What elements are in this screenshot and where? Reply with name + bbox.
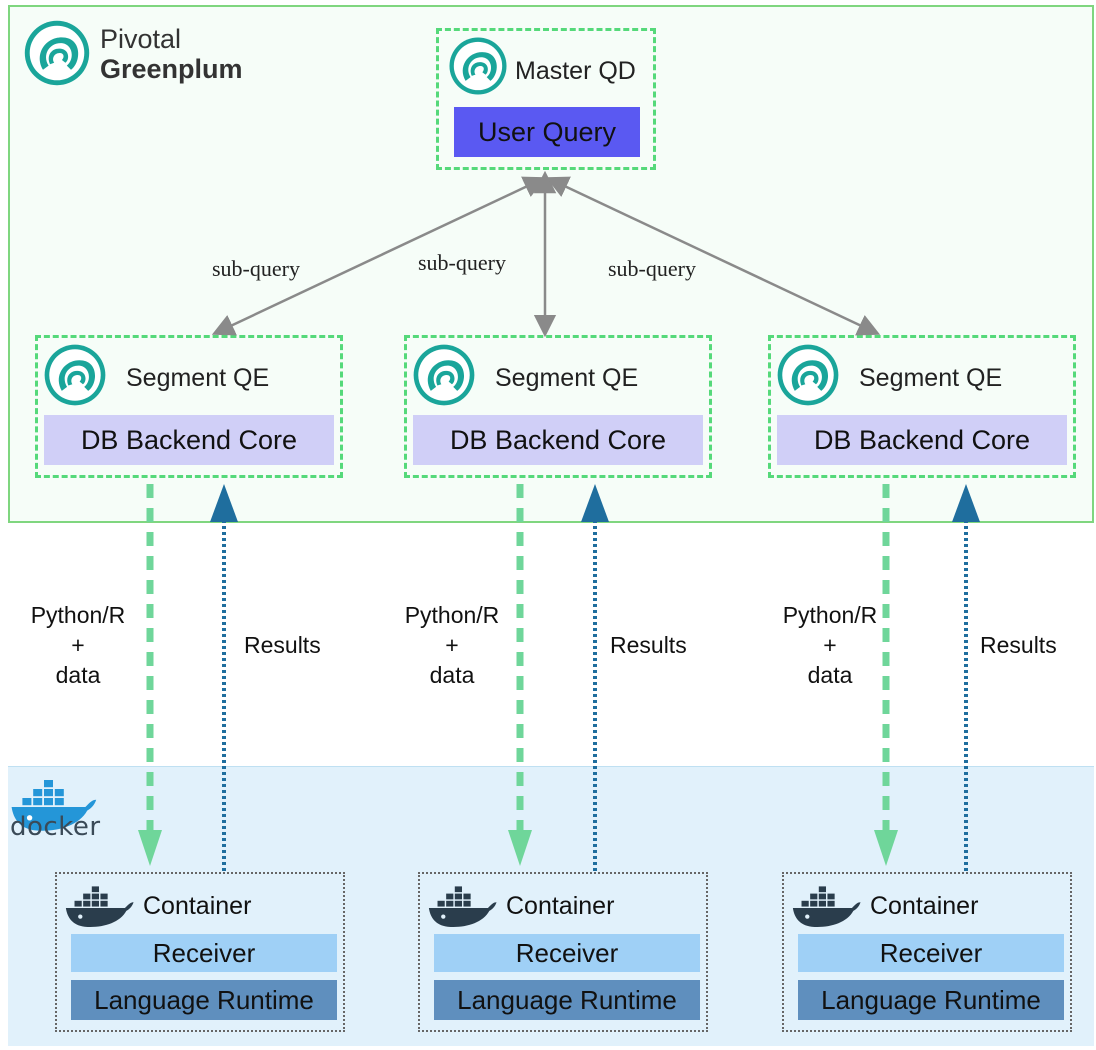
brand-line1: Pivotal: [100, 24, 182, 54]
container-node: Container Receiver Language Runtime: [782, 872, 1072, 1032]
docker-whale-icon: [790, 884, 862, 932]
docker-wordmark: docker: [10, 812, 101, 842]
user-query-box: User Query: [454, 107, 640, 157]
results-label: Results: [980, 632, 1057, 658]
segment-title: Segment QE: [859, 364, 1003, 392]
data-flow-line2: +: [71, 632, 85, 658]
data-flow-line1: Python/R: [782, 602, 878, 628]
subquery-label: sub-query: [212, 256, 300, 281]
docker-whale-icon: [63, 884, 135, 932]
language-runtime-box: Language Runtime: [71, 980, 337, 1020]
language-runtime-box: Language Runtime: [798, 980, 1064, 1020]
data-arrow: [874, 484, 898, 866]
data-flow-label: Python/R + data: [770, 600, 890, 690]
results-arrow: [210, 484, 238, 872]
data-flow-line2: +: [445, 632, 459, 658]
segment-qe-node: Segment QE DB Backend Core: [768, 335, 1076, 478]
data-flow-label: Python/R + data: [392, 600, 512, 690]
docker-whale-icon: [426, 884, 498, 932]
data-flow-line1: Python/R: [30, 602, 126, 628]
db-backend-core-box: DB Backend Core: [777, 415, 1067, 465]
data-arrow: [138, 484, 162, 866]
results-arrow: [952, 484, 980, 872]
container-node: Container Receiver Language Runtime: [55, 872, 345, 1032]
results-arrow: [581, 484, 609, 872]
subquery-arrow: [211, 176, 547, 336]
data-flow-line3: data: [429, 662, 475, 688]
segment-title: Segment QE: [495, 364, 639, 392]
container-node: Container Receiver Language Runtime: [418, 872, 708, 1032]
segment-title: Segment QE: [126, 364, 270, 392]
subquery-label: sub-query: [608, 256, 696, 281]
db-backend-core-box: DB Backend Core: [413, 415, 703, 465]
db-backend-core-box: DB Backend Core: [44, 415, 334, 465]
language-runtime-box: Language Runtime: [434, 980, 700, 1020]
data-flow-label: Python/R + data: [18, 600, 138, 690]
data-flow-line2: +: [823, 632, 837, 658]
brand-line2: Greenplum: [100, 54, 243, 84]
receiver-box: Receiver: [71, 934, 337, 972]
results-label: Results: [610, 632, 687, 658]
subquery-arrow: [545, 176, 881, 336]
receiver-box: Receiver: [434, 934, 700, 972]
brand: Pivotal Greenplum: [22, 18, 282, 88]
results-label: Results: [244, 632, 321, 658]
container-title: Container: [506, 892, 615, 920]
data-flow-line3: data: [55, 662, 101, 688]
receiver-box: Receiver: [798, 934, 1064, 972]
master-title: Master QD: [515, 57, 636, 85]
segment-qe-node: Segment QE DB Backend Core: [404, 335, 712, 478]
container-title: Container: [143, 892, 252, 920]
data-flow-line3: data: [807, 662, 853, 688]
container-title: Container: [870, 892, 979, 920]
subquery-label: sub-query: [418, 250, 506, 275]
data-arrow: [508, 484, 532, 866]
data-flow-line1: Python/R: [404, 602, 500, 628]
segment-qe-node: Segment QE DB Backend Core: [35, 335, 343, 478]
master-qd-node: Master QD User Query: [436, 28, 656, 170]
